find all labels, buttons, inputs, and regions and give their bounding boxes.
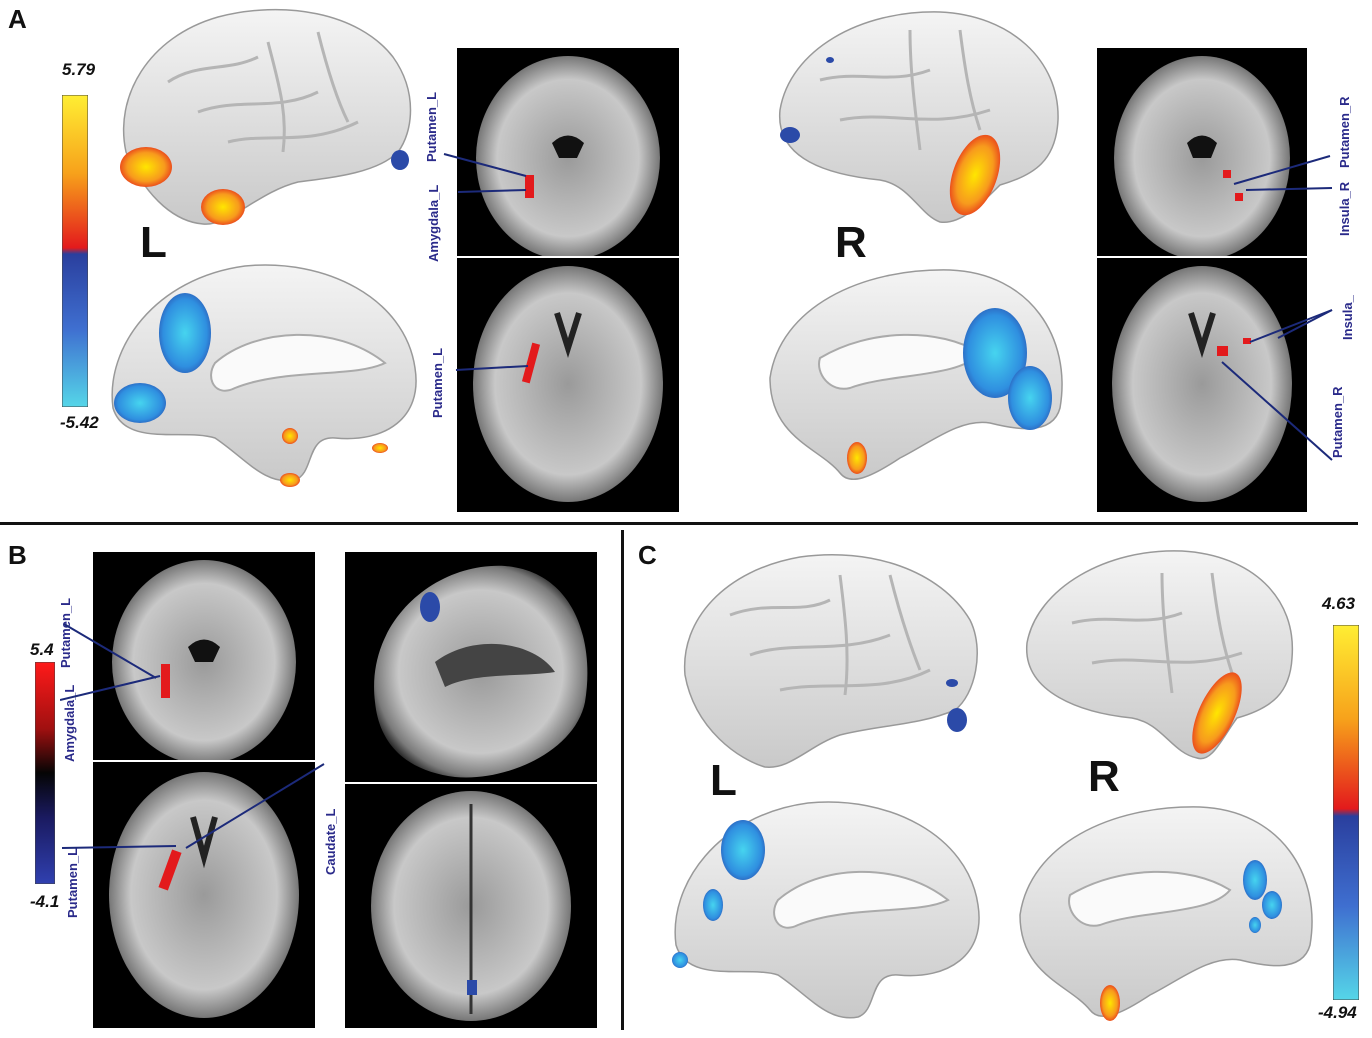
colorbar-a-min: -5.42 [60,413,99,432]
colorbar-c-min: -4.94 [1318,1003,1357,1022]
label-a-putamen-l-coronal: Putamen_L [424,91,439,162]
hemisphere-c-left: L [710,756,737,805]
mri-b-axial-superior [345,784,597,1028]
connector-lines-a-left [443,153,529,371]
hemisphere-a-left: L [140,218,167,267]
brain-c-left-medial [672,801,980,1019]
brain-a-left-medial [111,264,417,487]
colorbar-a [62,95,88,407]
hemisphere-c-right: R [1088,752,1120,801]
panel-letter-b: B [8,540,27,570]
panel-letter-c: C [638,540,657,570]
brain-a-left-lateral [120,8,412,225]
connector-lines-b [60,623,325,849]
colorbar-b [35,662,55,884]
colorbar-c [1333,625,1359,1000]
colorbar-b-min: -4.1 [30,892,60,911]
brain-c-right-lateral [1026,550,1294,760]
mri-b-axial [93,762,315,1028]
label-a-insula-axial: Insula_ [1340,295,1355,340]
colorbar-c-max: 4.63 [1322,594,1356,613]
connector-lines-a-right [1221,155,1333,461]
brain-c-right-medial [1019,806,1313,1021]
colorbar-a-max: 5.79 [62,60,96,79]
mri-a-right-coronal [1097,48,1307,256]
colorbar-b-max: 5.4 [30,640,54,659]
divider-vertical [621,530,624,1030]
mri-a-right-axial [1097,258,1307,512]
brain-c-left-lateral [683,553,978,768]
mri-a-left-coronal [457,48,679,256]
label-a-amygdala-l-coronal: Amygdala_L [426,184,441,262]
brain-a-right-lateral [779,11,1059,223]
hemisphere-a-right: R [835,218,867,267]
mri-b-coronal [93,552,315,760]
divider-horizontal [0,522,1358,525]
mri-b-sagittal [345,552,597,782]
mri-a-left-axial [457,258,679,512]
panel-letter-a: A [8,4,27,34]
brain-a-right-medial [769,269,1063,481]
